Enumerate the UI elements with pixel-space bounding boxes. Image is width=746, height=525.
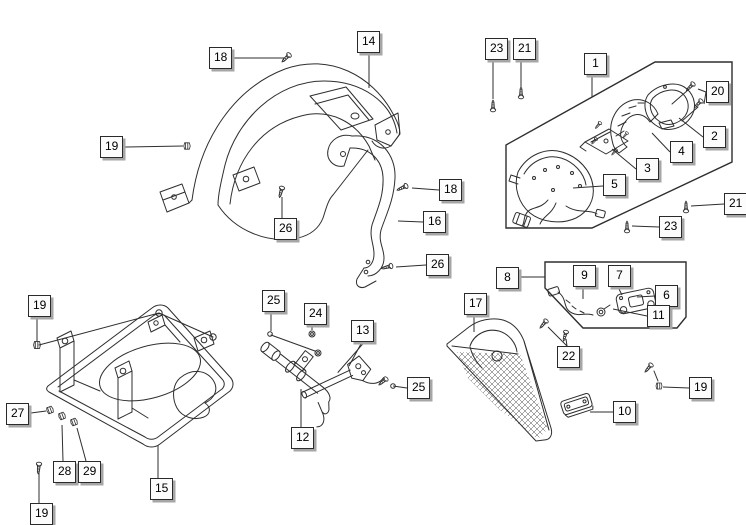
- screw-19b-icon: [642, 361, 655, 375]
- callout-5[interactable]: 5: [603, 174, 626, 196]
- callout-22[interactable]: 22: [557, 346, 581, 368]
- callout-23[interactable]: 23: [485, 38, 509, 60]
- callout-12[interactable]: 12: [291, 427, 315, 449]
- callout-4[interactable]: 4: [670, 141, 693, 163]
- callout-24[interactable]: 24: [304, 303, 328, 325]
- callout-20[interactable]: 20: [706, 81, 730, 103]
- clip-19a-icon: [183, 142, 191, 150]
- callout-18[interactable]: 18: [439, 179, 463, 201]
- callout-11[interactable]: 11: [647, 305, 670, 327]
- callout-8[interactable]: 8: [496, 267, 519, 289]
- bulb-socket-drawing: [596, 304, 611, 317]
- wire-lead-drawing: [547, 286, 594, 316]
- taillight-base-wiring-drawing: [508, 150, 606, 228]
- callout-1[interactable]: 1: [584, 53, 607, 75]
- callout-15[interactable]: 15: [150, 478, 174, 500]
- callout-21[interactable]: 21: [513, 38, 537, 60]
- clip-19b-icon: [655, 382, 663, 390]
- taillight-group-outline: [505, 61, 733, 229]
- callout-23[interactable]: 23: [659, 216, 683, 238]
- screw-18b-icon: [395, 182, 410, 194]
- callout-21[interactable]: 21: [724, 193, 746, 215]
- leader-lines: [30, 53, 725, 503]
- callout-6[interactable]: 6: [655, 285, 678, 307]
- support-bracket-drawing: [327, 134, 396, 288]
- taillight-lens-drawing: [644, 83, 695, 130]
- callout-14[interactable]: 14: [357, 31, 381, 53]
- bulb-holder-drawing: [579, 120, 630, 157]
- screw-21b-icon: [682, 200, 690, 214]
- screw-22b-icon: [560, 329, 570, 343]
- callout-19[interactable]: 19: [100, 136, 124, 158]
- callout-25[interactable]: 25: [262, 290, 286, 312]
- callout-27[interactable]: 27: [6, 403, 30, 425]
- undertray-drawing: [38, 304, 234, 448]
- callout-19[interactable]: 19: [30, 503, 54, 525]
- callout-17[interactable]: 17: [464, 293, 488, 315]
- clip-fasteners-27-28-29: [45, 405, 79, 427]
- callout-3[interactable]: 3: [636, 158, 659, 180]
- bracket-13-drawing: [301, 342, 396, 399]
- reflector-drawing: [560, 393, 594, 418]
- plate-holder-drawing: [446, 318, 553, 442]
- callout-13[interactable]: 13: [351, 320, 375, 342]
- callout-2[interactable]: 2: [703, 126, 726, 148]
- wiring-box-outline: [544, 261, 687, 329]
- screw-22a-icon: [537, 317, 550, 331]
- callout-19[interactable]: 19: [28, 295, 52, 317]
- callout-18[interactable]: 18: [209, 47, 233, 69]
- screw-21a-icon: [517, 86, 525, 100]
- callout-16[interactable]: 16: [423, 211, 447, 233]
- callout-25[interactable]: 25: [407, 377, 431, 399]
- callout-26[interactable]: 26: [426, 254, 450, 276]
- loose-fasteners: [33, 51, 690, 475]
- bracket-12-drawing: [260, 330, 331, 428]
- callout-7[interactable]: 7: [608, 265, 631, 287]
- callout-29[interactable]: 29: [78, 461, 102, 483]
- screw-26a-icon: [276, 185, 286, 199]
- callout-28[interactable]: 28: [53, 461, 77, 483]
- rear-fender-drawing: [159, 63, 401, 240]
- screw-23b-icon: [623, 220, 631, 234]
- callout-26[interactable]: 26: [274, 218, 298, 240]
- callout-19[interactable]: 19: [689, 377, 713, 399]
- screw-23a-icon: [489, 99, 497, 113]
- lens-screws-20: [671, 80, 705, 122]
- callout-10[interactable]: 10: [613, 401, 637, 423]
- callout-9[interactable]: 9: [573, 265, 596, 287]
